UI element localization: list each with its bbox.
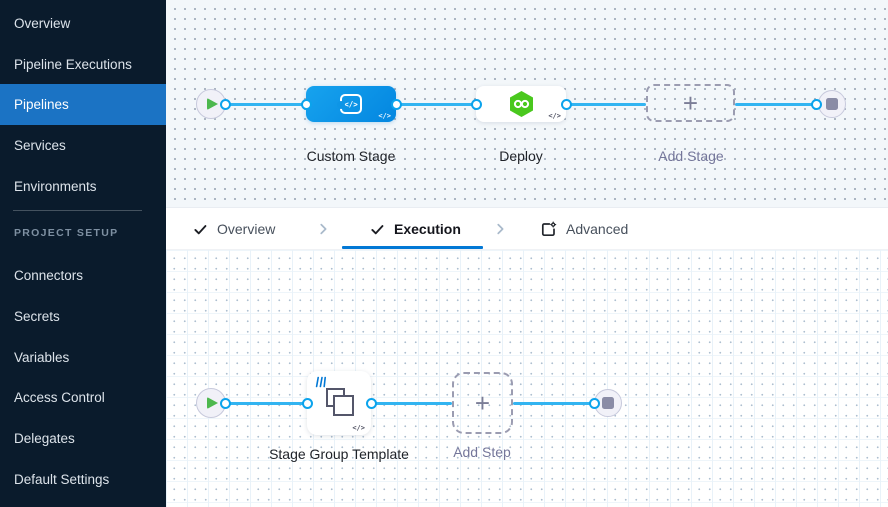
sidebar-item-delegates[interactable]: Delegates	[14, 431, 75, 447]
stage-pipeline-canvas: </> </> </> +	[166, 0, 888, 208]
port-custom-stage-in[interactable]	[300, 98, 312, 110]
sidebar-item-secrets[interactable]: Secrets	[14, 308, 60, 324]
port-custom-stage-out[interactable]	[390, 98, 402, 110]
add-stage-label: Add Stage	[658, 148, 724, 164]
port-end-in[interactable]	[810, 98, 822, 110]
plus-icon: +	[682, 88, 699, 118]
sidebar-item-pipeline-executions[interactable]: Pipeline Executions	[14, 56, 132, 72]
sidebar-item-overview[interactable]: Overview	[14, 15, 71, 31]
edge-custom-stage-to-deploy	[396, 102, 476, 106]
sidebar-item-variables[interactable]: Variables	[14, 349, 70, 365]
sidebar-item-pipelines[interactable]: Pipelines	[0, 84, 166, 126]
sidebar-item-environments[interactable]: Environments	[14, 178, 97, 194]
chevron-right-icon	[316, 208, 330, 250]
pipeline-end-node[interactable]	[818, 90, 846, 118]
template-lines-icon	[315, 376, 326, 388]
sidebar-item-access-control[interactable]: Access Control	[14, 390, 105, 406]
deploy-stage-node[interactable]: </>	[476, 86, 566, 122]
advanced-tab-icon	[541, 221, 557, 236]
sidebar-item-services[interactable]: Services	[14, 137, 66, 153]
tab-overview-label: Overview	[217, 221, 276, 237]
stop-icon	[602, 397, 614, 409]
stop-icon	[826, 98, 838, 110]
code-badge: </>	[378, 112, 391, 120]
tab-execution[interactable]: Execution	[370, 208, 461, 250]
port-start-out[interactable]	[219, 98, 231, 110]
play-icon	[207, 397, 218, 409]
execution-canvas: </> + Stage Group Template Add Step	[166, 250, 888, 507]
edge-add-stage-to-end	[735, 102, 816, 106]
main-area: </> </> </> +	[166, 0, 888, 507]
tab-advanced[interactable]: Advanced	[540, 208, 628, 250]
port-stage-group-out[interactable]	[365, 397, 377, 409]
check-icon	[194, 224, 207, 234]
edge-deploy-to-add-stage	[566, 102, 646, 106]
cd-hexagon-icon	[509, 91, 533, 117]
port-deploy-in[interactable]	[470, 98, 482, 110]
edge-start-to-stage-group	[225, 401, 307, 405]
stage-group-icon	[326, 388, 354, 416]
deploy-stage-label: Deploy	[499, 148, 543, 164]
add-step-label: Add Step	[453, 444, 511, 460]
port-exec-start-out[interactable]	[219, 397, 231, 409]
edge-stage-group-to-add-step	[371, 401, 452, 405]
check-icon	[371, 224, 384, 234]
stage-group-template-label: Stage Group Template	[269, 446, 409, 462]
edge-add-step-to-end	[513, 401, 594, 405]
add-stage-button[interactable]: +	[646, 84, 735, 122]
chevron-right-icon	[493, 208, 507, 250]
port-exec-end-in[interactable]	[588, 397, 600, 409]
add-step-button[interactable]: +	[452, 372, 513, 434]
custom-stage-icon: </>	[337, 94, 362, 114]
plus-icon: +	[474, 388, 491, 418]
active-tab-underline	[342, 246, 483, 249]
sidebar-item-connectors[interactable]: Connectors	[14, 268, 84, 284]
sidebar-divider	[13, 210, 142, 212]
code-badge: </>	[352, 424, 365, 432]
port-stage-group-in[interactable]	[301, 397, 313, 409]
play-icon	[207, 98, 218, 110]
edge-start-to-custom-stage	[225, 102, 306, 106]
code-badge: </>	[548, 112, 561, 120]
tab-execution-label: Execution	[394, 221, 461, 237]
custom-stage-label: Custom Stage	[306, 148, 396, 164]
sidebar-item-default-settings[interactable]: Default Settings	[14, 471, 110, 487]
sidebar-section-project-setup: PROJECT SETUP	[14, 227, 119, 240]
pipeline-start-node[interactable]	[196, 89, 226, 119]
stage-config-tabbar: Overview Execution	[166, 208, 888, 250]
tab-overview[interactable]: Overview	[193, 208, 275, 250]
sidebar: Overview Pipeline Executions Pipelines S…	[0, 0, 166, 507]
stage-group-template-node[interactable]: </>	[307, 371, 371, 435]
tab-advanced-label: Advanced	[566, 221, 629, 237]
port-deploy-out[interactable]	[560, 98, 572, 110]
custom-stage-node[interactable]: </> </>	[306, 86, 396, 122]
